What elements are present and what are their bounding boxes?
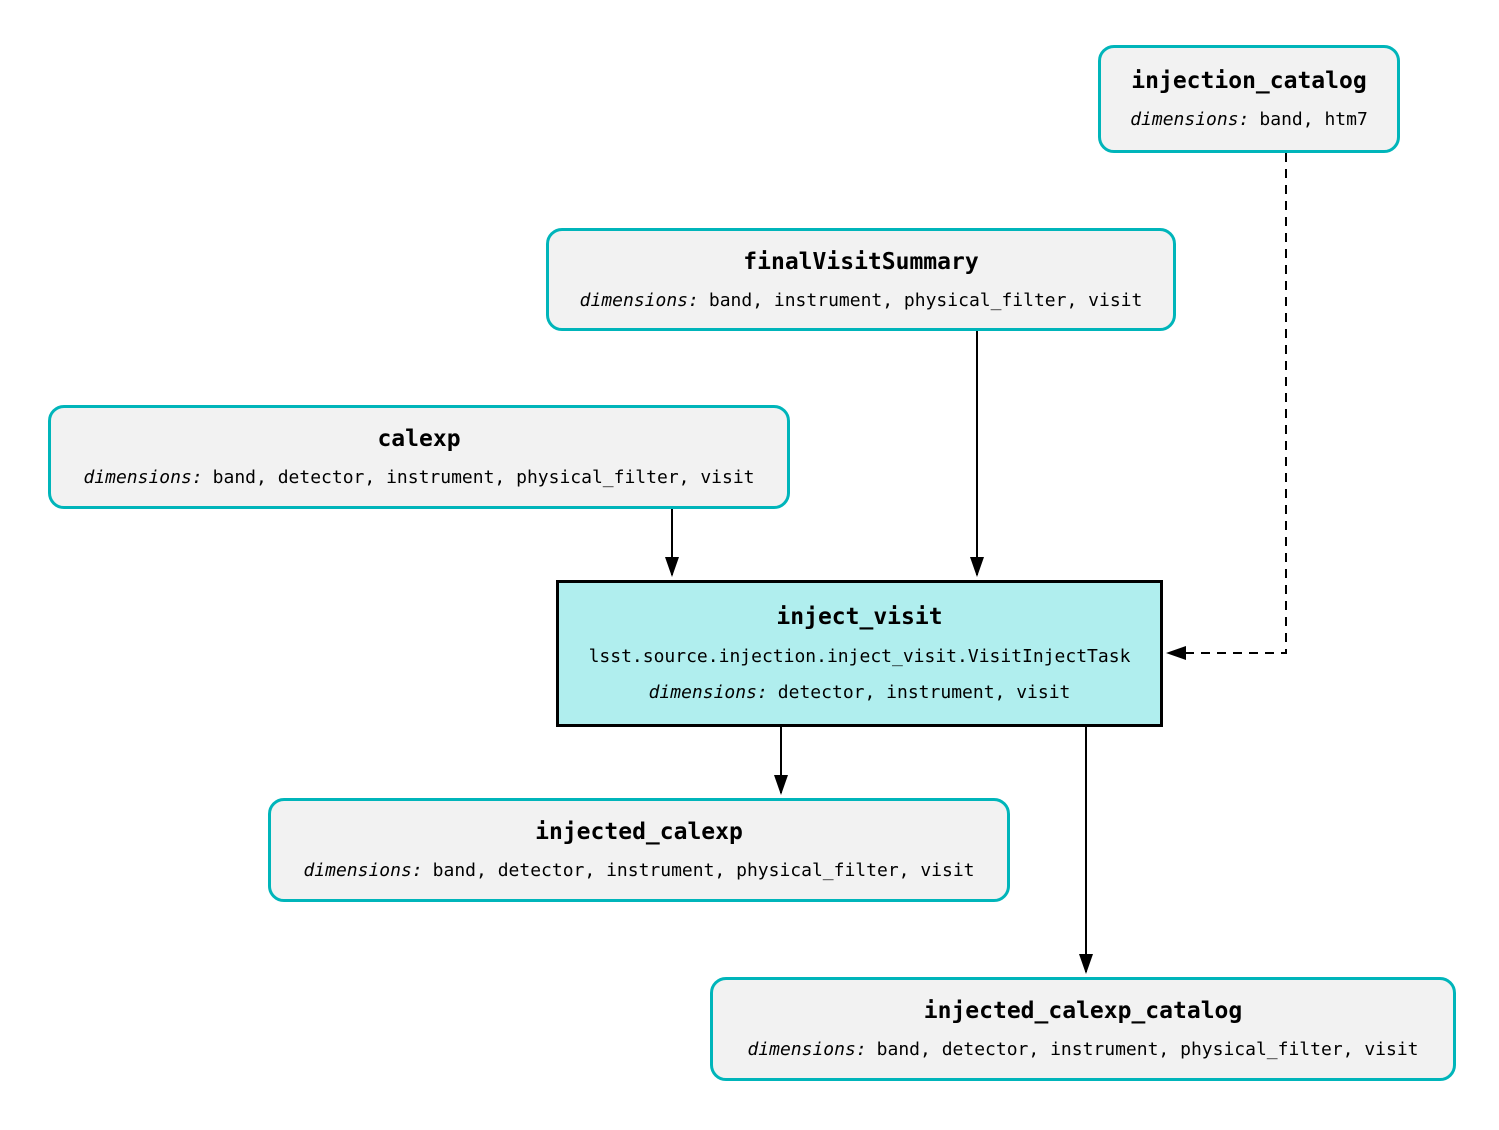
node-dimensions: dimensions: band, detector, instrument, p… [747, 1039, 1418, 1060]
dimensions-value: band, htm7 [1259, 109, 1368, 130]
dimensions-value: band, detector, instrument, physical_fil… [212, 467, 755, 488]
node-dimensions: dimensions: band, htm7 [1130, 109, 1368, 130]
dimensions-label: dimensions: [303, 860, 423, 881]
edge-injection-catalog-to-inject-visit [1166, 153, 1287, 660]
dimensions-value: band, detector, instrument, physical_fil… [876, 1039, 1419, 1060]
dimensions-value: band, instrument, physical_filter, visit [708, 289, 1143, 311]
node-title: finalVisitSummary [743, 248, 979, 275]
task-class-path: lsst.source.injection.inject_visit.Visit… [588, 646, 1131, 667]
node-title: injected_calexp [535, 819, 743, 845]
dimensions-label: dimensions: [1130, 109, 1250, 130]
node-title: injected_calexp_catalog [923, 998, 1243, 1024]
node-inject-visit-task: inject_visit lsst.source.injection.injec… [556, 580, 1163, 727]
node-dimensions: dimensions: detector, instrument, visit [649, 682, 1071, 703]
dimensions-label: dimensions: [648, 682, 768, 703]
node-injection-catalog: injection_catalog dimensions: band, htm7 [1098, 45, 1400, 153]
dimensions-label: dimensions: [747, 1039, 867, 1060]
node-title: injection_catalog [1131, 68, 1367, 94]
dimensions-value: detector, instrument, visit [777, 682, 1071, 703]
node-injected-calexp-catalog: injected_calexp_catalog dimensions: band,… [710, 977, 1456, 1081]
node-dimensions: dimensions: band, instrument, physical_fi… [580, 290, 1143, 311]
dimensions-value: band, detector, instrument, physical_fil… [432, 860, 975, 881]
node-calexp: calexp dimensions: band, detector, instru… [48, 405, 790, 509]
node-injected-calexp: injected_calexp dimensions: band, detecto… [268, 798, 1010, 902]
node-dimensions: dimensions: band, detector, instrument, p… [83, 467, 754, 488]
node-finalVisitSummary: finalVisitSummary dimensions: band, instr… [546, 228, 1176, 331]
node-dimensions: dimensions: band, detector, instrument, p… [303, 860, 974, 881]
node-title: inject_visit [776, 604, 943, 630]
dimensions-label: dimensions: [83, 467, 203, 488]
node-title: calexp [377, 426, 461, 452]
dimensions-label: dimensions: [579, 289, 699, 311]
